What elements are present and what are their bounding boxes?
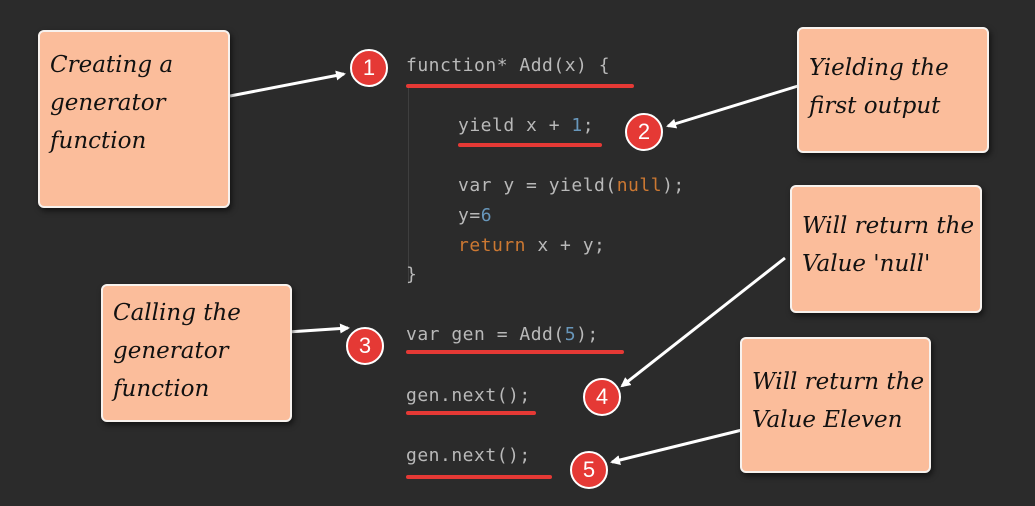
note-text: Value Eleven xyxy=(752,407,903,433)
arrow-2 xyxy=(666,84,799,129)
code-keyword: return xyxy=(458,235,527,256)
code-number: 5 xyxy=(564,324,577,345)
underline-5 xyxy=(406,475,552,479)
note-text: generator xyxy=(113,338,229,364)
underline-3 xyxy=(406,350,624,354)
code-line-var-y: var y = yield(null); xyxy=(458,175,685,196)
code-text: var y = yield( xyxy=(458,175,617,196)
underline-2 xyxy=(458,143,602,147)
code-text: ); xyxy=(662,175,685,196)
code-text: gen.next(); xyxy=(406,385,531,406)
note-text: Will return the xyxy=(802,213,975,239)
step-badge-1: 1 xyxy=(350,49,388,87)
code-line-return: return x + y; xyxy=(458,235,605,256)
note-text: Value 'null' xyxy=(802,251,931,277)
arrow-4 xyxy=(620,256,786,388)
code-number: 6 xyxy=(480,205,493,226)
code-line-assign-y: y=6 xyxy=(458,205,492,226)
note-return-eleven: Will return the Value Eleven xyxy=(740,337,931,473)
note-calling-generator: Calling the generator function xyxy=(101,284,292,422)
note-text: Will return the xyxy=(752,369,925,395)
code-line-function-declaration: function* Add(x) { xyxy=(406,55,610,76)
step-badge-2: 2 xyxy=(625,113,663,151)
code-block-rule xyxy=(408,84,409,284)
code-line-gen-next-2: gen.next(); xyxy=(406,445,531,466)
note-return-null: Will return the Value 'null' xyxy=(790,185,982,313)
code-text: gen.next(); xyxy=(406,445,531,466)
note-text: function xyxy=(113,376,210,402)
note-text: Creating a xyxy=(50,52,174,78)
code-line-yield: yield x + 1; xyxy=(458,115,594,136)
note-yielding-first-output: Yielding the first output xyxy=(797,27,989,153)
note-text: first output xyxy=(809,93,941,119)
step-badge-4: 4 xyxy=(583,378,621,416)
note-creating-generator: Creating a generator function xyxy=(38,30,230,208)
note-text: generator xyxy=(50,90,166,116)
code-line-gen-next-1: gen.next(); xyxy=(406,385,531,406)
code-text: yield x + xyxy=(458,115,572,136)
arrow-5 xyxy=(610,428,743,465)
code-number: 1 xyxy=(571,115,583,136)
code-line-close-brace: } xyxy=(406,264,417,285)
code-text: ); xyxy=(576,324,599,345)
arrow-1 xyxy=(229,70,346,98)
arrow-3 xyxy=(287,323,350,334)
step-badge-5: 5 xyxy=(570,451,608,489)
code-keyword: null xyxy=(616,175,663,196)
step-badge-3: 3 xyxy=(346,327,384,365)
code-text: x + y; xyxy=(526,235,606,256)
code-text: ; xyxy=(582,115,595,136)
note-text: Yielding the xyxy=(809,55,949,81)
code-text: y= xyxy=(458,205,481,226)
underline-4 xyxy=(406,411,536,415)
note-text: Calling the xyxy=(113,300,241,326)
note-text: function xyxy=(50,128,147,154)
underline-1 xyxy=(406,84,634,88)
code-line-var-gen: var gen = Add(5); xyxy=(406,324,599,345)
code-text: var gen = Add( xyxy=(406,324,565,345)
code-text: function* Add(x) { xyxy=(406,55,611,76)
code-text: } xyxy=(406,264,418,285)
